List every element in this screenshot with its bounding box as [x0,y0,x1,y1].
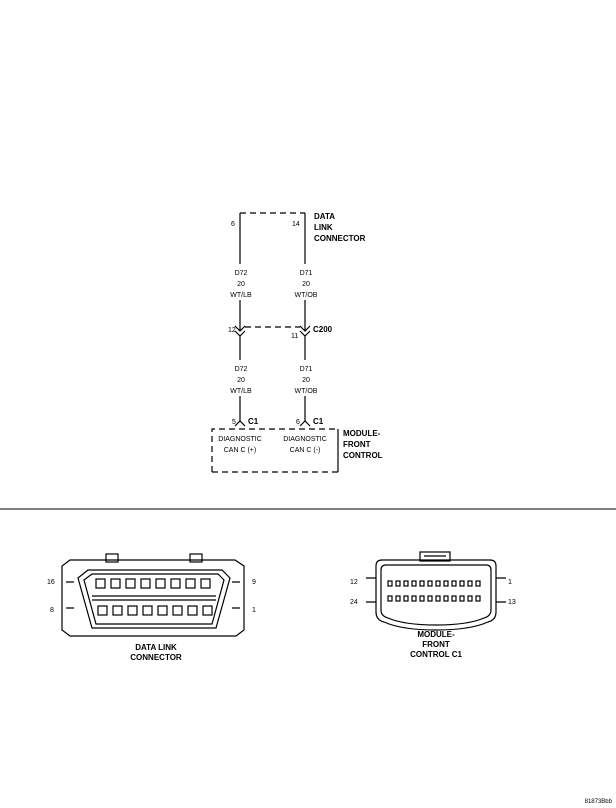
dlc-shell-inner [77,569,231,629]
fcm-pin-24: 24 [350,599,358,606]
wire-left-lower-code: D72 [235,366,248,373]
dlc-pin-row-bottom [97,605,213,616]
module-func-right-2: CAN C (-) [290,447,321,454]
wire-left-lower-gauge: 20 [237,377,245,384]
fcm-pin-13: 13 [508,599,516,606]
module-label-3: CONTROL [343,451,383,460]
fcm-pin-row-top [387,580,481,587]
wire-left-upper-color: WT/LB [230,292,252,299]
module-label-1: MODULE- [343,429,381,438]
module-pin-right: 6 [296,419,300,426]
module-pin-left: 5 [232,419,236,426]
dlc-pin-left: 6 [231,221,235,228]
wire-right-lower-gauge: 20 [302,377,310,384]
dlc-pin-16: 16 [47,579,55,586]
module-func-left-1: DIAGNOSTIC [218,436,262,443]
wire-left-upper-code: D72 [235,270,248,277]
dlc-view-label-2: CONNECTOR [130,653,182,662]
module-dashed-box [211,428,338,472]
schematic: 6 14 DATA LINK CONNECTOR D72 20 WT/LB D7… [211,212,383,473]
wire-right-lower-code: D71 [300,366,313,373]
module-func-left-2: CAN C (+) [224,447,256,454]
fcm-latch [419,551,451,562]
fcm-view-label-1: MODULE- [417,630,455,639]
fcm-shell-outer [375,559,497,631]
wire-left-upper-gauge: 20 [237,281,245,288]
wire-right-upper-color: WT/OB [295,292,318,299]
wire-right-lower-color: WT/OB [295,388,318,395]
dlc-label-1: DATA [314,212,335,221]
c200-pin-right: 11 [291,333,298,340]
dlc-shell-outer [61,559,245,637]
module-label-2: FRONT [343,440,371,449]
module-connector-left: C1 [248,417,259,426]
dlc-label-2: LINK [314,223,333,232]
figure-id: 81873Bbb [585,799,613,805]
dlc-latch-right [189,553,203,563]
fcm-view-label-3: CONTROL C1 [410,650,462,659]
dlc-latch-left [105,553,119,563]
dlc-pin-9: 9 [252,579,256,586]
fcm-connector-view: 12 1 24 13 MODULE- FRONT CONTROL C1 [350,551,516,659]
module-connector-right: C1 [313,417,324,426]
dlc-connector-view: 16 9 8 1 DATA LINK CONNECTOR [47,553,256,662]
dlc-view-label-1: DATA LINK [135,643,177,652]
dlc-pin-1: 1 [252,607,256,614]
module-func-right-1: DIAGNOSTIC [283,436,327,443]
module-terminal-left [234,420,246,427]
dlc-label-3: CONNECTOR [314,234,366,243]
module-terminal-right [299,420,311,427]
wire-left-lower-color: WT/LB [230,388,252,395]
c200-pin-left: 12 [228,327,236,334]
dlc-pin-row-top [95,578,211,589]
fcm-pin-1: 1 [508,579,512,586]
wire-right-upper-code: D71 [300,270,313,277]
fcm-pin-12: 12 [350,579,358,586]
c200-label: C200 [313,325,333,334]
dlc-pin-8: 8 [50,607,54,614]
dlc-pin-right: 14 [292,221,300,228]
wire-right-upper-gauge: 20 [302,281,310,288]
fcm-view-label-2: FRONT [422,640,450,649]
fcm-pin-row-bottom [387,595,481,602]
